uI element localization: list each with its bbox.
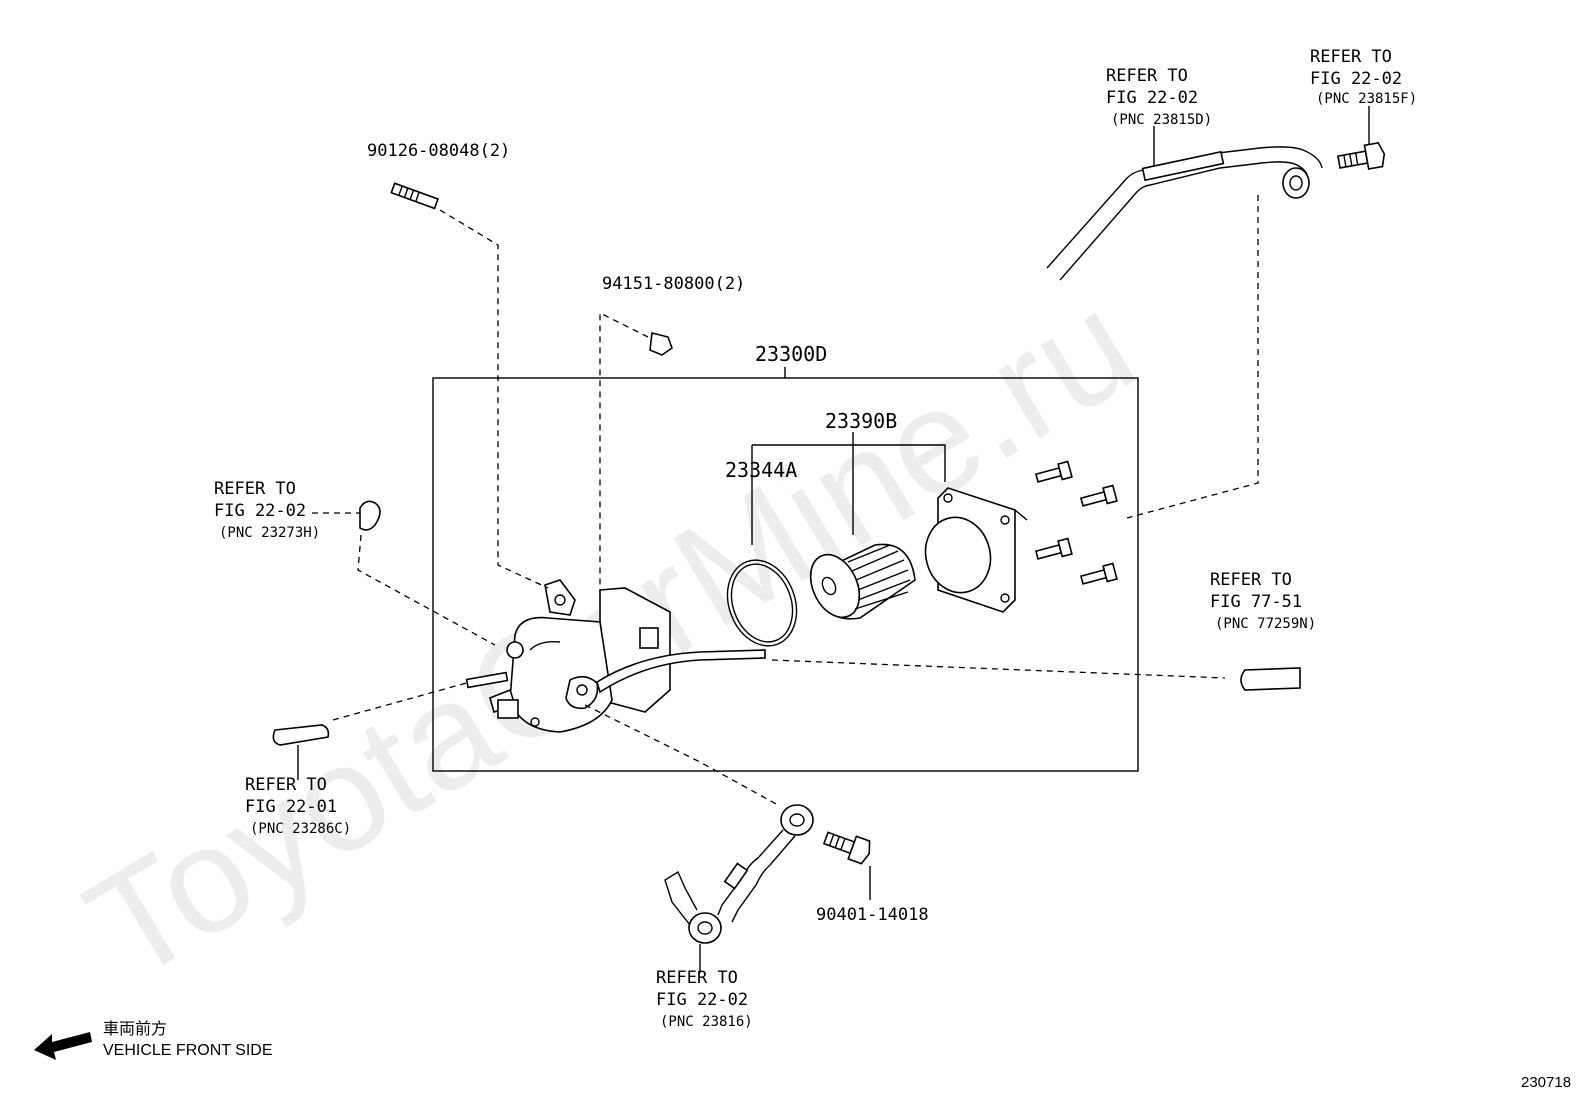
svg-text:(PNC 23816): (PNC 23816) — [660, 1014, 753, 1030]
upper-fuel-pipe — [1046, 146, 1323, 281]
ref-bottom[interactable]: REFER TO FIG 22-02 (PNC 23816) — [656, 968, 753, 1030]
svg-text:REFER TO: REFER TO — [656, 968, 738, 988]
svg-text:REFER TO: REFER TO — [245, 775, 327, 795]
svg-text:(PNC 23286C): (PNC 23286C) — [250, 821, 351, 837]
part-label-union-bolt[interactable]: 90401-14018 — [816, 905, 929, 925]
svg-text:REFER TO: REFER TO — [1210, 570, 1292, 590]
direction-label-jp: 車両前方 — [103, 1020, 167, 1038]
svg-text:(PNC 23815F): (PNC 23815F) — [1316, 91, 1417, 107]
cap-bolts — [1034, 460, 1118, 585]
svg-text:FIG 22-02: FIG 22-02 — [214, 501, 306, 521]
svg-text:REFER TO: REFER TO — [1106, 66, 1188, 86]
part-label-nut[interactable]: 94151-80800(2) — [602, 274, 745, 294]
svg-text:FIG 22-02: FIG 22-02 — [1106, 88, 1198, 108]
part-label-stud[interactable]: 90126-08048(2) — [367, 141, 510, 161]
svg-text:REFER TO: REFER TO — [214, 479, 296, 499]
svg-text:FIG 77-51: FIG 77-51 — [1210, 592, 1302, 612]
ref-left-mid[interactable]: REFER TO FIG 22-02 (PNC 23273H) — [214, 479, 320, 541]
ref-right-mid[interactable]: REFER TO FIG 77-51 (PNC 77259N) — [1210, 570, 1316, 632]
hose-end-left-mid — [359, 500, 381, 531]
union-bolt-top — [1337, 142, 1386, 170]
stud-part — [390, 182, 439, 210]
hose-left-low — [272, 724, 330, 746]
outlet-pipe — [596, 649, 766, 694]
oring-part — [726, 559, 798, 647]
svg-text:FIG 22-02: FIG 22-02 — [1310, 69, 1402, 89]
ref-left-low[interactable]: REFER TO FIG 22-01 (PNC 23286C) — [245, 775, 351, 837]
part-label-element[interactable]: 23390B — [825, 409, 897, 433]
filter-cap-part — [924, 487, 1028, 613]
ref-top-right[interactable]: REFER TO FIG 22-02 (PNC 23815F) — [1310, 47, 1417, 107]
filter-element-part — [809, 543, 916, 620]
nut-part — [649, 332, 673, 356]
diagram-id: 230718 — [1521, 1074, 1571, 1091]
lower-fuel-pipe — [664, 804, 814, 944]
part-label-oring[interactable]: 23344A — [725, 458, 797, 482]
svg-text:(PNC 77259N): (PNC 77259N) — [1215, 616, 1316, 632]
svg-text:FIG 22-01: FIG 22-01 — [245, 797, 337, 817]
svg-text:(PNC 23273H): (PNC 23273H) — [219, 525, 320, 541]
hose-end-right-mid — [1240, 667, 1301, 691]
svg-text:(PNC 23815D): (PNC 23815D) — [1111, 112, 1212, 128]
svg-text:REFER TO: REFER TO — [1310, 47, 1392, 67]
direction-label-en: VEHICLE FRONT SIDE — [103, 1042, 273, 1059]
union-bolt-bottom — [822, 831, 871, 865]
ref-top-mid[interactable]: REFER TO FIG 22-02 (PNC 23815D) — [1106, 66, 1212, 128]
front-arrow-icon — [34, 1032, 92, 1060]
svg-text:FIG 22-02: FIG 22-02 — [656, 990, 748, 1010]
part-label-assembly[interactable]: 23300D — [755, 342, 827, 366]
